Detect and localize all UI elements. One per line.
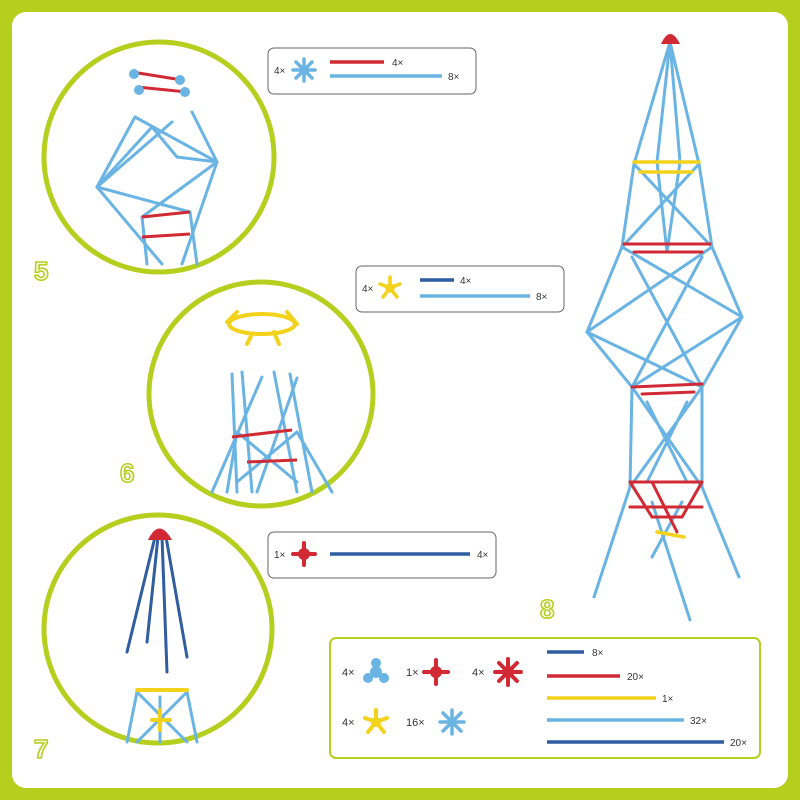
step-7-top-drawing (125, 535, 189, 674)
step-6-hub-qty: 4× (362, 284, 374, 295)
step-6-number: 6 (120, 458, 134, 488)
summary-rod5-qty: 20× (730, 738, 747, 749)
summary-yellow-qty: 4× (342, 717, 355, 729)
red-4-way-hub-icon (422, 658, 450, 686)
red-hub-icon (291, 541, 317, 567)
summary-rod1-qty: 8× (592, 648, 604, 659)
step-7-number: 7 (34, 734, 48, 764)
summary-red4-qty: 1× (406, 667, 419, 679)
summary-blue-qty: 16× (406, 717, 425, 729)
blue-hub-icon (438, 708, 466, 736)
summary-parts-box (329, 637, 761, 759)
step-5-red-ring (131, 70, 191, 239)
step-7-circle (41, 512, 275, 746)
step-8-number: 8 (540, 594, 554, 624)
summary-rod3-qty: 1× (662, 694, 674, 705)
tower-drawing (585, 34, 744, 622)
step-5-red-qty: 4× (392, 58, 404, 69)
summary-red8-qty: 4× (472, 667, 485, 679)
summary-rod4-qty: 32× (690, 716, 707, 727)
step-6-db-qty: 4× (460, 276, 472, 287)
step-5-hub-qty: 4× (274, 66, 286, 77)
summary-tri-qty: 4× (342, 667, 355, 679)
blue-hub-icon (291, 57, 317, 83)
red-8-way-hub-icon (493, 657, 523, 687)
step-7-db-qty: 4× (477, 550, 489, 561)
step-6-yellow-ring (225, 310, 299, 346)
step-6-drawing (210, 370, 334, 494)
yellow-hub-icon (378, 275, 402, 299)
step-6-lb-qty: 8× (536, 292, 548, 303)
step-6-circle (146, 279, 376, 509)
step-5-number: 5 (34, 256, 48, 286)
summary-rod2-qty: 20× (627, 672, 644, 683)
step-5-lb-qty: 8× (448, 72, 460, 83)
step-5-parts-box (267, 47, 477, 95)
step-5-circle (41, 39, 277, 275)
instruction-page: 5 4× 4× 8× 6 4× 4× 8× (12, 12, 788, 788)
step-5-hubs (129, 69, 190, 97)
red-cap (148, 528, 172, 540)
blue-tri-connector-icon (363, 658, 389, 683)
step-5-drawing (95, 110, 219, 266)
step-7-hub-qty: 1× (274, 550, 286, 561)
step-6-parts-box (355, 265, 565, 313)
step-7-yellow-ring (135, 688, 189, 732)
step-6-red-ring (231, 428, 298, 464)
instruction-diagram: 5 4× 4× 8× 6 4× 4× 8× (33, 34, 761, 765)
yellow-hub-icon (363, 708, 389, 734)
